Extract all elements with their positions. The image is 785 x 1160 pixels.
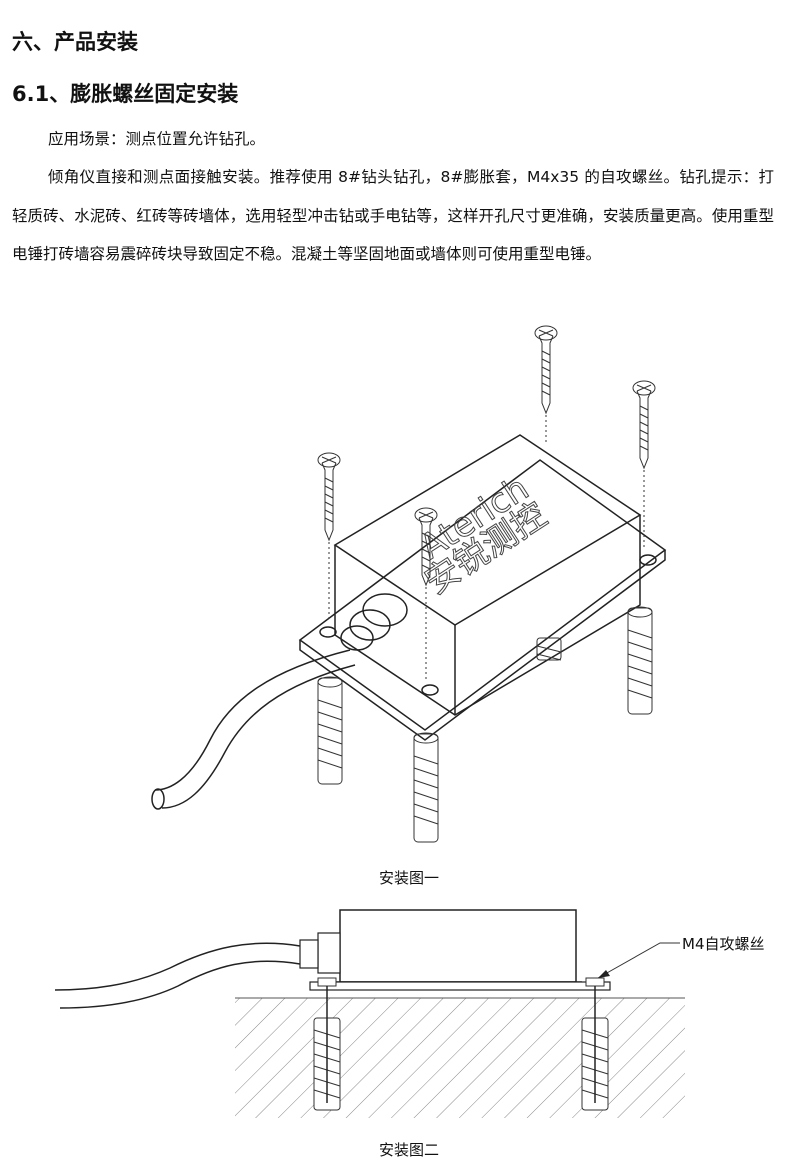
- screw-icon: [414, 507, 438, 587]
- screw-icon: [534, 325, 558, 415]
- figure-2-caption: 安装图二: [378, 1141, 439, 1159]
- paragraph-installation: 倾角仪直接和测点面接触安装。推荐使用 8#钻头钻孔，8#膨胀套，M4x35 的自…: [12, 168, 774, 263]
- screw-icon: [313, 977, 341, 1111]
- screw-icon: [581, 977, 609, 1111]
- subsection-title: 6.1、膨胀螺丝固定安装: [12, 82, 239, 106]
- screw-label: M4自攻螺丝: [682, 935, 765, 953]
- anchor-icon: [317, 676, 343, 785]
- anchor-icon: [627, 606, 653, 715]
- screw-icon: [632, 380, 656, 470]
- section-title: 六、产品安装: [12, 30, 138, 54]
- anchor-icon: [413, 732, 439, 843]
- anchor-icon: [536, 637, 562, 661]
- figure-1-caption: 安装图一: [378, 869, 439, 887]
- screw-icon: [317, 452, 341, 542]
- paragraph-application: 应用场景：测点位置允许钻孔。: [48, 130, 266, 148]
- installation-figure-1: Aterich 安锐测控: [151, 325, 667, 843]
- installation-figure-2: M4自攻螺丝: [54, 909, 765, 1118]
